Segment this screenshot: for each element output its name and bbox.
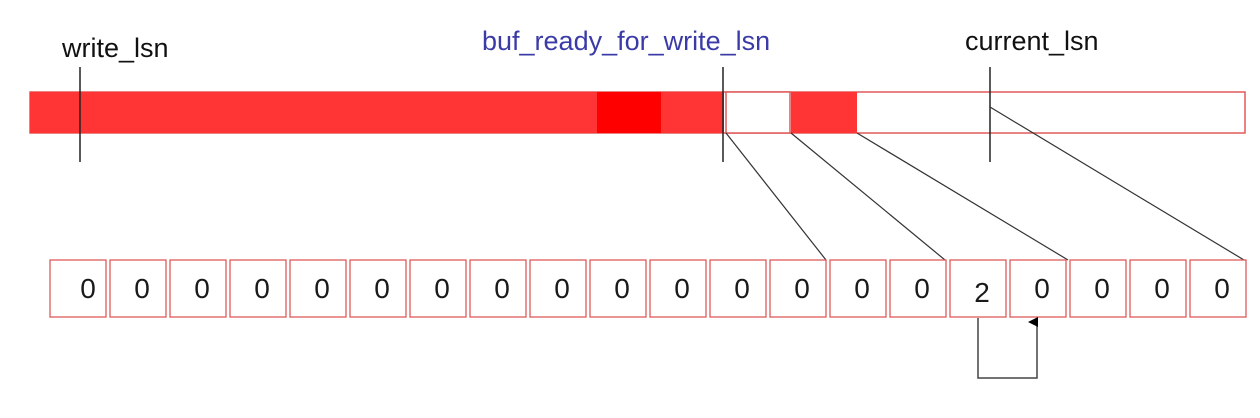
slot-cell-value: 0 bbox=[194, 273, 210, 304]
slot-cell-box bbox=[889, 259, 947, 318]
slot-cell-box bbox=[1129, 259, 1187, 318]
slot-cell-box bbox=[289, 259, 347, 318]
slot-cell-value: 0 bbox=[494, 273, 510, 304]
slot-cell-value: 0 bbox=[1154, 273, 1170, 304]
slot-cell: 0 bbox=[1129, 259, 1187, 318]
slot-cell-box bbox=[589, 259, 647, 318]
buf-ready-for-write-lsn-label: buf_ready_for_write_lsn bbox=[482, 26, 770, 56]
slot-cell-value: 0 bbox=[80, 273, 96, 304]
slot-cell: 0 bbox=[1069, 259, 1127, 318]
slot-cell: 0 bbox=[829, 259, 887, 318]
mapping-lines bbox=[725, 106, 1245, 261]
slot-move-arrow bbox=[977, 317, 1038, 379]
slot-cell: 0 bbox=[49, 259, 107, 318]
mapping-line-3 bbox=[856, 132, 1069, 261]
slot-cell-box bbox=[649, 259, 707, 318]
slot-cell-box bbox=[1069, 259, 1127, 318]
slot-cell: 0 bbox=[109, 259, 167, 318]
slot-cell-box bbox=[409, 259, 467, 318]
slot-cell: 0 bbox=[589, 259, 647, 318]
slot-cell: 0 bbox=[889, 259, 947, 318]
slot-cell: 0 bbox=[529, 259, 587, 318]
slot-cell: 0 bbox=[1009, 259, 1067, 318]
slot-cell-box bbox=[49, 259, 107, 318]
slot-move-arrow-path bbox=[977, 317, 1038, 379]
slot-cell: 0 bbox=[169, 259, 227, 318]
slot-cell-box bbox=[769, 259, 827, 318]
slot-cell-box bbox=[229, 259, 287, 318]
slot-cell-value: 0 bbox=[1034, 273, 1050, 304]
slot-cell-value: 0 bbox=[674, 273, 690, 304]
slot-cell-value: 0 bbox=[1094, 273, 1110, 304]
slot-cell-value: 0 bbox=[914, 273, 930, 304]
slot-cell-box bbox=[469, 259, 527, 318]
slot-cell: 0 bbox=[289, 259, 347, 318]
mapping-line-1 bbox=[725, 132, 827, 261]
slot-cell-value: 0 bbox=[434, 273, 450, 304]
slot-cell-value: 0 bbox=[614, 273, 630, 304]
bar-dark-segment bbox=[597, 92, 661, 133]
slot-cell: 0 bbox=[469, 259, 527, 318]
slot-cell: 0 bbox=[709, 259, 767, 318]
slot-cell-value: 0 bbox=[134, 273, 150, 304]
slot-cell-box bbox=[349, 259, 407, 318]
slot-cell: 0 bbox=[1189, 259, 1247, 318]
slot-cell-value: 0 bbox=[854, 273, 870, 304]
mapping-line-4 bbox=[989, 106, 1245, 261]
current-lsn-label: current_lsn bbox=[965, 26, 1099, 56]
slot-cell: 0 bbox=[409, 259, 467, 318]
slot-array: 0 0 0 0 0 0 0 0 0 0 0 0 0 0 0 2 0 0 0 0 bbox=[49, 259, 1247, 318]
slot-cell-value: 0 bbox=[1214, 273, 1230, 304]
slot-cell-box bbox=[1189, 259, 1247, 318]
slot-cell: 0 bbox=[649, 259, 707, 318]
slot-cell-value: 0 bbox=[374, 273, 390, 304]
slot-cell: 2 bbox=[949, 259, 1007, 318]
slot-cell-value: 0 bbox=[554, 273, 570, 304]
slot-cell-box bbox=[529, 259, 587, 318]
slot-cell-box bbox=[709, 259, 767, 318]
slot-cell-value: 2 bbox=[974, 277, 990, 308]
slot-cell: 0 bbox=[769, 259, 827, 318]
slot-cell-box bbox=[169, 259, 227, 318]
slot-cell-box bbox=[109, 259, 167, 318]
slot-cell-box bbox=[829, 259, 887, 318]
slot-cell: 0 bbox=[229, 259, 287, 318]
bar-empty-segment-1 bbox=[725, 91, 791, 134]
write-lsn-label: write_lsn bbox=[61, 33, 169, 63]
slot-cell-box bbox=[1009, 259, 1067, 318]
slot-cell-value: 0 bbox=[314, 273, 330, 304]
slot-cell-box bbox=[949, 259, 1007, 318]
mapping-line-2 bbox=[790, 132, 946, 261]
log-buffer-bar bbox=[29, 91, 1246, 134]
slot-cell-value: 0 bbox=[794, 273, 810, 304]
slot-cell: 0 bbox=[349, 259, 407, 318]
slot-cell-value: 0 bbox=[254, 273, 270, 304]
bar-filled-segment bbox=[791, 92, 857, 133]
slot-cell-value: 0 bbox=[734, 273, 750, 304]
